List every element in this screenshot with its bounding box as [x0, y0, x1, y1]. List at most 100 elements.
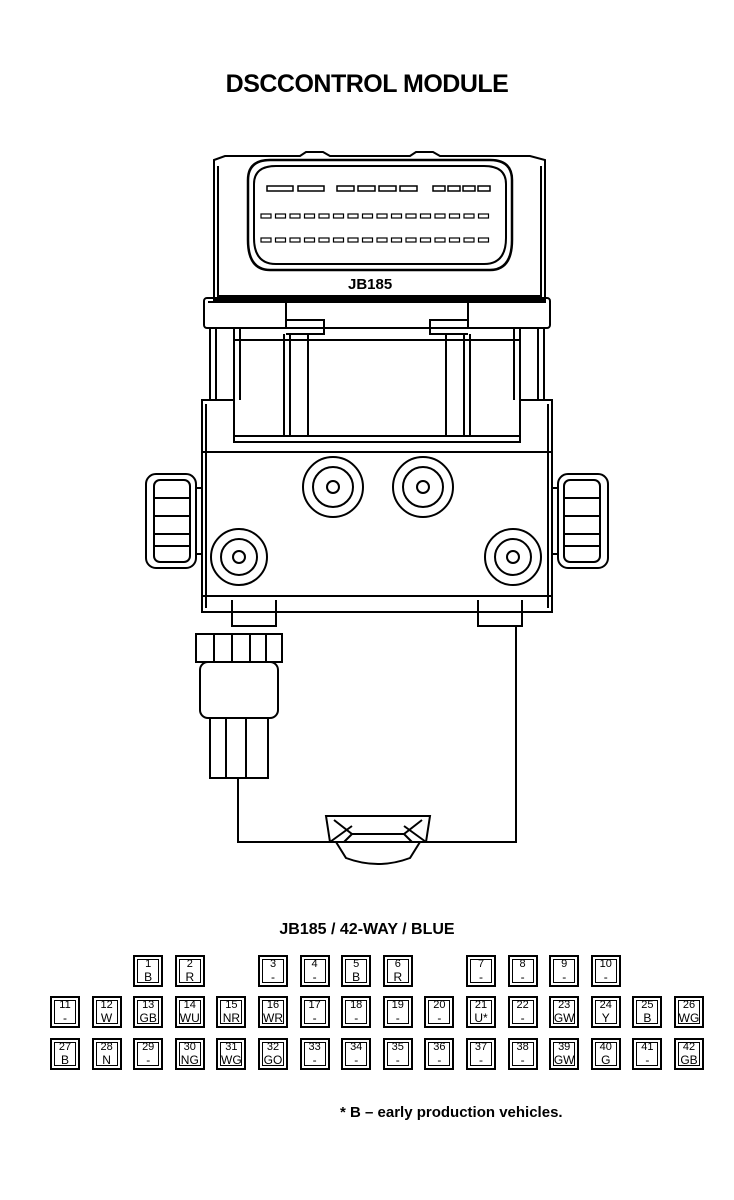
pin-wire-color: - — [520, 970, 525, 984]
pin-number: 27 — [58, 1041, 72, 1053]
wiring-harness — [237, 626, 517, 865]
pin-wire-color: R — [393, 970, 403, 984]
connector-pin-10: 10- — [590, 955, 621, 987]
side-brackets — [145, 473, 609, 569]
pin-wire-color: - — [479, 970, 483, 984]
pin-number: 15 — [225, 999, 238, 1011]
pin-number: 33 — [308, 1041, 321, 1053]
connector-pin-35: 35- — [382, 1038, 413, 1070]
pin-number: 21 — [474, 999, 488, 1011]
pin-wire-color: - — [354, 1011, 359, 1025]
pin-number: 23 — [558, 999, 571, 1011]
connector-pin-33: 33- — [299, 1038, 330, 1070]
connector-pin-18: 18- — [341, 996, 372, 1028]
pin-number: 16 — [266, 999, 280, 1011]
pin-wire-color: - — [395, 1011, 400, 1025]
pin-wire-color: - — [271, 970, 275, 984]
pin-number: 32 — [266, 1041, 280, 1053]
pin-wire-color: G — [601, 1053, 611, 1067]
pin-number: 2 — [186, 958, 193, 970]
pin-number: 22 — [516, 999, 529, 1011]
pin-wire-color: NG — [180, 1053, 199, 1067]
pin-number: 36 — [433, 1041, 446, 1053]
pin-number: 7 — [477, 958, 485, 970]
pin-wire-color: GB — [680, 1053, 698, 1067]
pin-wire-color: WG — [678, 1011, 700, 1025]
pin-wire-color: WU — [179, 1011, 200, 1025]
pin-wire-color: - — [603, 970, 608, 984]
pin-number: 31 — [225, 1041, 238, 1053]
pin-wire-color: B — [643, 1011, 652, 1025]
pin-number: 3 — [269, 958, 277, 970]
pin-wire-color: - — [437, 1053, 442, 1067]
pin-number: 24 — [599, 999, 612, 1011]
pin-number: 9 — [561, 958, 568, 970]
module-flange — [203, 297, 551, 335]
connector-pin-29: 29- — [133, 1038, 164, 1070]
pin-number: 17 — [308, 999, 321, 1011]
pin-number: 19 — [391, 999, 404, 1011]
valve-block — [201, 399, 553, 627]
pin-wire-color: R — [185, 970, 195, 984]
pin-wire-color: - — [562, 970, 567, 984]
module-connector-label: JB185 — [348, 276, 393, 293]
connector-pin-17: 17- — [299, 996, 330, 1028]
connector-title: JB185 / 42-WAY / BLUE — [279, 921, 455, 938]
connector-pin-3: 3- — [258, 955, 288, 987]
pin-wire-color: - — [354, 1053, 359, 1067]
pin-wire-color: - — [146, 1053, 151, 1067]
pin-wire-color: - — [312, 1011, 317, 1025]
connector-housing — [213, 151, 546, 301]
pin-wire-color: GW — [553, 1011, 575, 1025]
pin-number: 18 — [350, 999, 363, 1011]
pin-number: 35 — [391, 1041, 404, 1053]
pin-number: 39 — [558, 1041, 571, 1053]
pin-wire-color: - — [312, 970, 317, 984]
pin-number: 11 — [59, 999, 71, 1011]
pin-number: 37 — [474, 1041, 488, 1053]
connector-pin-38: 38- — [507, 1038, 538, 1070]
connector-pin-11: 11- — [50, 996, 80, 1028]
pin-wire-color: GO — [263, 1053, 283, 1067]
connector-pin-41: 41- — [632, 1038, 663, 1070]
pin-number: 6 — [394, 958, 401, 970]
pin-number: 41 — [641, 1041, 654, 1053]
sensor-plug — [195, 633, 283, 779]
pin-number: 14 — [183, 999, 196, 1011]
pin-wire-color: NR — [222, 1011, 241, 1025]
hydraulic-ports — [210, 456, 542, 586]
pin-number: 10 — [599, 958, 612, 970]
pin-wire-color: Y — [601, 1011, 610, 1025]
pin-wire-color: B — [60, 1053, 69, 1067]
pin-wire-color: B — [144, 970, 153, 984]
connector-pin-19: 19- — [382, 996, 413, 1028]
pin-number: 25 — [641, 999, 654, 1011]
pin-number: 28 — [100, 1041, 113, 1053]
pin-wire-color: WG — [221, 1053, 242, 1067]
pin-number: 26 — [682, 999, 696, 1011]
connector-pin-9: 9- — [549, 955, 580, 987]
pin-number: 34 — [350, 1041, 363, 1053]
connector-pin-20: 20- — [424, 996, 455, 1028]
connector-pin-7: 7- — [466, 955, 496, 987]
connector-pin-36: 36- — [424, 1038, 455, 1070]
pin-wire-color: B — [352, 970, 361, 984]
module-legs — [209, 328, 545, 436]
